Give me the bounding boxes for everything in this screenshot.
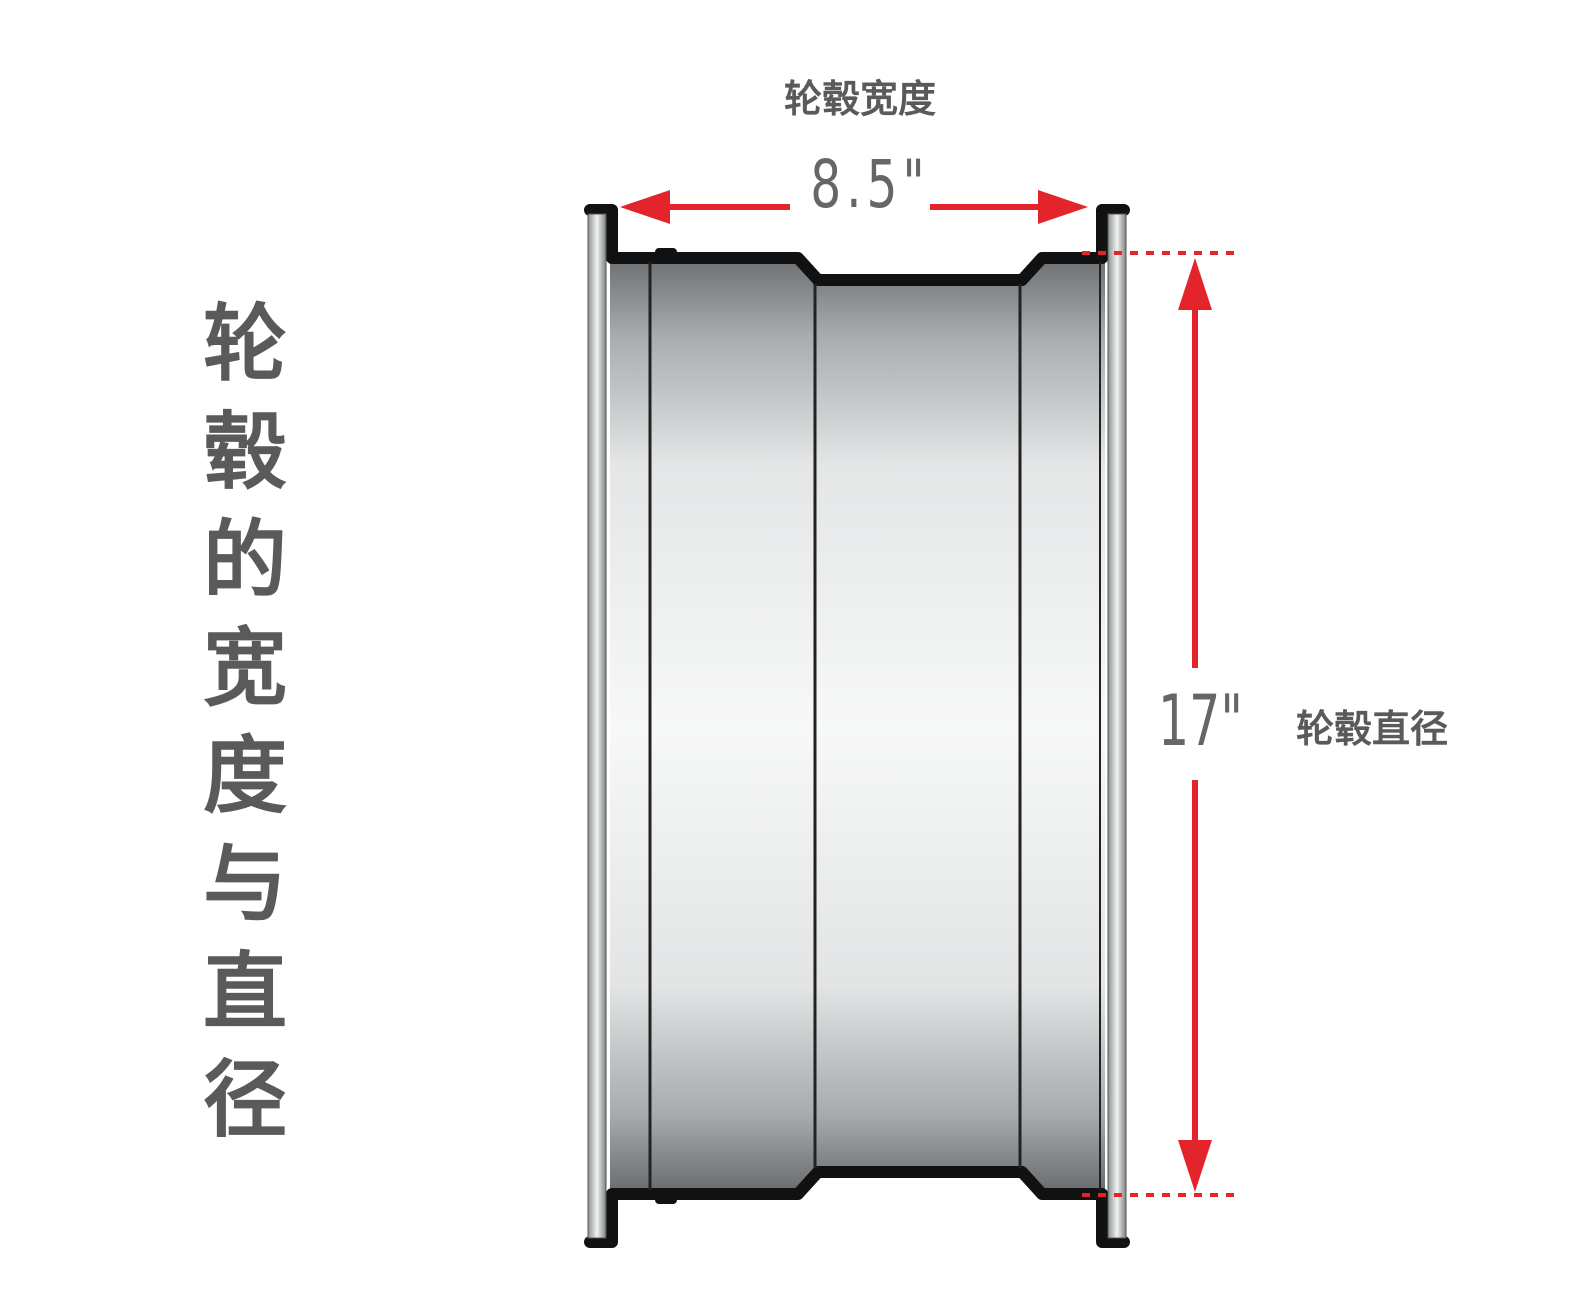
rim-outline-top: [584, 204, 1130, 286]
diameter-value: 17": [1158, 680, 1243, 762]
width-arrowhead-left: [620, 190, 670, 224]
width-arrowhead-right: [1038, 190, 1088, 224]
right-flange: [1107, 213, 1127, 1239]
left-flange: [587, 213, 607, 1239]
title-char: 轮: [202, 295, 287, 393]
rim-outline-bottom: [584, 1166, 1130, 1248]
title-char: 毂: [202, 403, 287, 501]
diameter-label: 轮毂直径: [1296, 707, 1449, 751]
width-label: 轮毂宽度: [783, 77, 936, 121]
title-char: 宽: [202, 619, 287, 717]
vertical-title: 轮 毂 的 宽 度 与 直 径: [190, 290, 300, 1154]
title-char: 径: [202, 1051, 287, 1149]
diameter-arrowhead-bottom: [1178, 1140, 1212, 1192]
title-char: 度: [202, 727, 287, 825]
title-char: 与: [202, 835, 287, 933]
valve-bump: [655, 1192, 677, 1204]
title-char: 直: [202, 943, 287, 1041]
valve-bump: [655, 248, 677, 260]
diameter-arrowhead-top: [1178, 258, 1212, 310]
width-value: 8.5": [810, 146, 930, 223]
rim-body: [610, 262, 1105, 1190]
title-char: 的: [202, 511, 287, 609]
